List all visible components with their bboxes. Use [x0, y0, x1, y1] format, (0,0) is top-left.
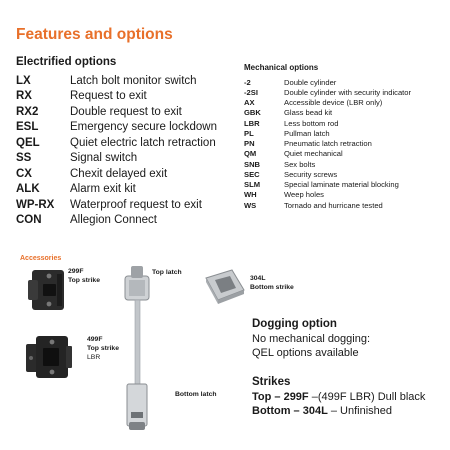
option-desc: Double request to exit: [70, 105, 182, 118]
option-desc: Accessible device (LBR only): [284, 98, 383, 108]
mechanical-option-row: SLM Special laminate material blocking: [244, 180, 449, 190]
option-desc: Request to exit: [70, 90, 147, 103]
option-code: SLM: [244, 180, 261, 190]
option-desc: Quiet mechanical: [284, 149, 343, 159]
option-code: SNB: [244, 159, 261, 169]
option-desc: Weep holes: [284, 190, 324, 200]
option-desc: Glass bead kit: [284, 108, 333, 118]
option-code: QEL: [16, 136, 40, 149]
accessories-heading: Accessories: [20, 255, 62, 262]
mechanical-options-heading: Mechanical options: [244, 63, 319, 72]
option-code: WP-RX: [16, 198, 55, 211]
option-desc: Signal switch: [70, 152, 138, 165]
option-desc: Double cylinder: [284, 77, 337, 87]
mechanical-option-row: WS Tornado and hurricane tested: [244, 200, 449, 210]
electrified-option-row: ALK Alarm exit kit: [16, 182, 241, 198]
strike-304l-code: 304L: [250, 275, 266, 282]
option-code: RX: [16, 90, 32, 103]
electrified-option-row: LX Latch bolt monitor switch: [16, 73, 241, 89]
top-latch-label: Top latch: [152, 269, 182, 276]
option-code: LBR: [244, 118, 260, 128]
mechanical-option-row: LBR Less bottom rod: [244, 118, 449, 128]
electrified-option-row: QEL Quiet electric latch retraction: [16, 135, 241, 151]
electrified-option-row: SS Signal switch: [16, 151, 241, 167]
bottom-strike-304l-image: [205, 269, 245, 304]
strikes-bottom-rest: – Unfinished: [327, 405, 393, 417]
strike-499f-code: 499F: [87, 336, 103, 343]
option-code: PL: [244, 128, 254, 138]
top-strike-299f-image: [28, 270, 64, 310]
option-code: ALK: [16, 183, 40, 196]
option-desc: Tornado and hurricane tested: [284, 200, 383, 210]
dogging-line-1: No mechanical dogging:: [252, 333, 371, 345]
option-desc: Sex bolts: [284, 159, 316, 169]
option-code: QM: [244, 149, 257, 159]
option-desc: Allegion Connect: [70, 214, 157, 227]
option-code: SS: [16, 152, 32, 165]
option-desc: Quiet electric latch retraction: [70, 136, 216, 149]
mechanical-option-row: AX Accessible device (LBR only): [244, 98, 449, 108]
mechanical-option-row: WH Weep holes: [244, 190, 449, 200]
vertical-rod-latch-image: [124, 266, 150, 430]
electrified-option-row: RX Request to exit: [16, 89, 241, 105]
strikes-top-line: Top – 299F –(499F LBR) Dull black: [252, 391, 425, 403]
option-desc: Special laminate material blocking: [284, 180, 399, 190]
option-desc: Double cylinder with security indicator: [284, 87, 412, 97]
option-code: -2SI: [244, 87, 258, 97]
option-desc: Chexit delayed exit: [70, 167, 168, 180]
mechanical-option-row: SNB Sex bolts: [244, 159, 449, 169]
electrified-option-row: RX2 Double request to exit: [16, 104, 241, 120]
dogging-option-heading: Dogging option: [252, 318, 337, 330]
mechanical-option-row: SEC Security screws: [244, 169, 449, 179]
option-code: WS: [244, 200, 257, 210]
bottom-latch-label: Bottom latch: [175, 391, 217, 398]
option-desc: Pneumatic latch retraction: [284, 139, 372, 149]
top-strike-499f-image: [26, 336, 72, 378]
option-code: PN: [244, 139, 255, 149]
option-desc: Security screws: [284, 169, 338, 179]
strikes-heading: Strikes: [252, 376, 291, 388]
strike-304l-label: Bottom strike: [250, 284, 294, 291]
option-desc: Less bottom rod: [284, 118, 339, 128]
option-desc: Alarm exit kit: [70, 183, 136, 196]
option-desc: Latch bolt monitor switch: [70, 74, 197, 87]
mechanical-option-row: -2SI Double cylinder with security indica…: [244, 87, 449, 97]
option-code: GBK: [244, 108, 261, 118]
option-code: RX2: [16, 105, 39, 118]
electrified-option-row: ESL Emergency secure lockdown: [16, 120, 241, 136]
electrified-options-heading: Electrified options: [16, 56, 117, 68]
strikes-bottom-label: Bottom – 304L: [252, 405, 328, 417]
option-code: CON: [16, 214, 42, 227]
mechanical-options-list: -2 Double cylinder -2SI Double cylinder wi…: [244, 77, 449, 210]
strikes-top-rest: –(499F LBR) Dull black: [308, 391, 426, 403]
mechanical-option-row: PN Pneumatic latch retraction: [244, 139, 449, 149]
strike-499f-label: Top strike: [87, 345, 119, 352]
option-desc: Pullman latch: [284, 128, 330, 138]
strike-499f-note: LBR: [87, 354, 101, 361]
option-desc: Waterproof request to exit: [70, 198, 202, 211]
electrified-options-list: LX Latch bolt monitor switch RX Request to…: [16, 73, 241, 228]
dogging-line-2: QEL options available: [252, 347, 359, 359]
mechanical-option-row: -2 Double cylinder: [244, 77, 449, 87]
strike-299f-code: 299F: [68, 268, 84, 275]
option-code: -2: [244, 77, 251, 87]
strikes-bottom-line: Bottom – 304L – Unfinished: [252, 405, 392, 417]
option-code: ESL: [16, 121, 39, 134]
mechanical-option-row: QM Quiet mechanical: [244, 149, 449, 159]
electrified-option-row: WP-RX Waterproof request to exit: [16, 197, 241, 213]
option-code: WH: [244, 190, 257, 200]
electrified-option-row: CX Chexit delayed exit: [16, 166, 241, 182]
strikes-top-label: Top – 299F: [252, 391, 309, 403]
option-code: AX: [244, 98, 255, 108]
strike-299f-label: Top strike: [68, 277, 100, 284]
option-code: SEC: [244, 169, 260, 179]
electrified-option-row: CON Allegion Connect: [16, 213, 241, 229]
option-code: CX: [16, 167, 32, 180]
option-code: LX: [16, 74, 31, 87]
mechanical-option-row: PL Pullman latch: [244, 128, 449, 138]
option-desc: Emergency secure lockdown: [70, 121, 218, 134]
page-title: Features and options: [16, 26, 173, 43]
mechanical-option-row: GBK Glass bead kit: [244, 108, 449, 118]
